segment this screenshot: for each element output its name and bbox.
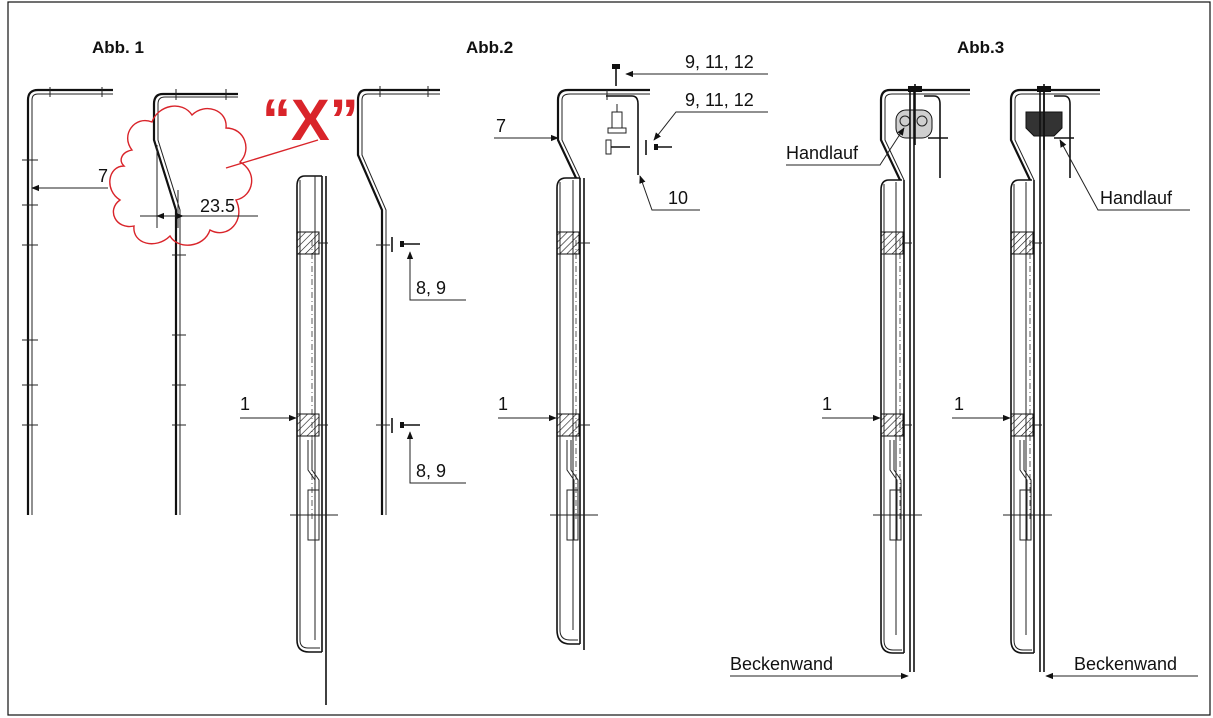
abb2-label-7: 7 (496, 116, 506, 136)
figure-abb1: Abb. 1 7 (22, 38, 466, 705)
screw-icon (605, 139, 630, 155)
abb2-title: Abb.2 (466, 38, 513, 57)
abb1-leader-89-top (406, 251, 466, 301)
abb2-label-91112-top: 9, 11, 12 (685, 52, 754, 72)
abb3-label-1-left: 1 (822, 394, 832, 414)
abb1-title: Abb. 1 (92, 38, 144, 57)
screw-icon (391, 418, 420, 433)
abb3-label-handlauf-left: Handlauf (786, 143, 859, 163)
abb3-leader-handlauf-left (786, 127, 905, 166)
abb3-label-handlauf-right: Handlauf (1100, 188, 1173, 208)
detail-x-marker: “X” (262, 88, 359, 153)
screw-icon (391, 237, 420, 252)
abb1-label-89-top: 8, 9 (416, 278, 446, 298)
abb2-label-10: 10 (668, 188, 688, 208)
abb3-right-assembly (1003, 84, 1100, 672)
abb3-left-assembly (873, 84, 970, 672)
abb1-rail-profile-2 (152, 89, 238, 515)
detail-x-leader (225, 139, 319, 169)
abb2-label-91112-mid: 9, 11, 12 (685, 90, 754, 110)
abb2-cover-profile (556, 88, 650, 179)
abb2-label-1: 1 (498, 394, 508, 414)
abb1-label-1: 1 (240, 394, 250, 414)
figure-abb3: Abb.3 H (730, 38, 1198, 680)
screw-icon (612, 64, 620, 86)
abb1-label-7: 7 (98, 166, 108, 186)
abb1-rail-profile-1 (22, 87, 113, 515)
abb1-rail-profile-3 (356, 86, 440, 515)
abb3-label-beckenwand-right: Beckenwand (1074, 654, 1177, 674)
abb2-leader-91112-mid (653, 111, 768, 141)
detail-x-cloud (109, 105, 253, 246)
abb2-wall-unit-section (550, 177, 598, 650)
abb2-leader-10 (639, 175, 700, 211)
screw-icon (645, 140, 672, 155)
figure-abb2: Abb.2 9, 11, 12 9, 11, (466, 38, 768, 650)
sheet-frame (7, 1, 1211, 716)
abb3-leader-handlauf-right (1059, 139, 1190, 211)
dimension-23-5: 23.5 (140, 196, 258, 220)
abb3-label-1-right: 1 (954, 394, 964, 414)
abb3-title: Abb.3 (957, 38, 1004, 57)
abb1-wall-unit-section (290, 175, 338, 705)
abb1-label-89-bottom: 8, 9 (416, 461, 446, 481)
dimension-value: 23.5 (200, 196, 235, 216)
bracket-icon (607, 104, 627, 134)
abb1-leader-89-bottom (406, 431, 466, 484)
abb3-label-beckenwand-left: Beckenwand (730, 654, 833, 674)
